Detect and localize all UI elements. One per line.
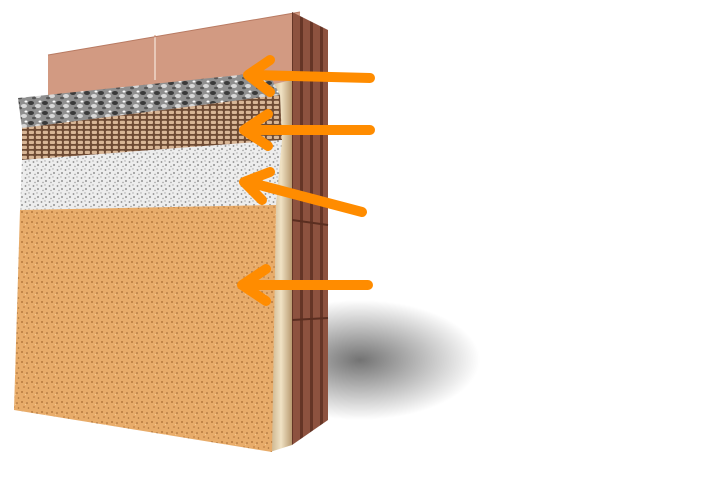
- coarse-layer: [18, 72, 280, 128]
- facade-label: Fassade: [383, 272, 472, 297]
- fine-white-layer: [20, 140, 282, 210]
- arrow-render-layer: [237, 264, 373, 306]
- mesh-layer: [22, 95, 282, 160]
- arrow-coarse-layer: [243, 55, 375, 97]
- arrow-mesh-layer: [239, 109, 375, 151]
- render-layer: [14, 205, 276, 452]
- arrow-fine-white-layer: [239, 167, 367, 217]
